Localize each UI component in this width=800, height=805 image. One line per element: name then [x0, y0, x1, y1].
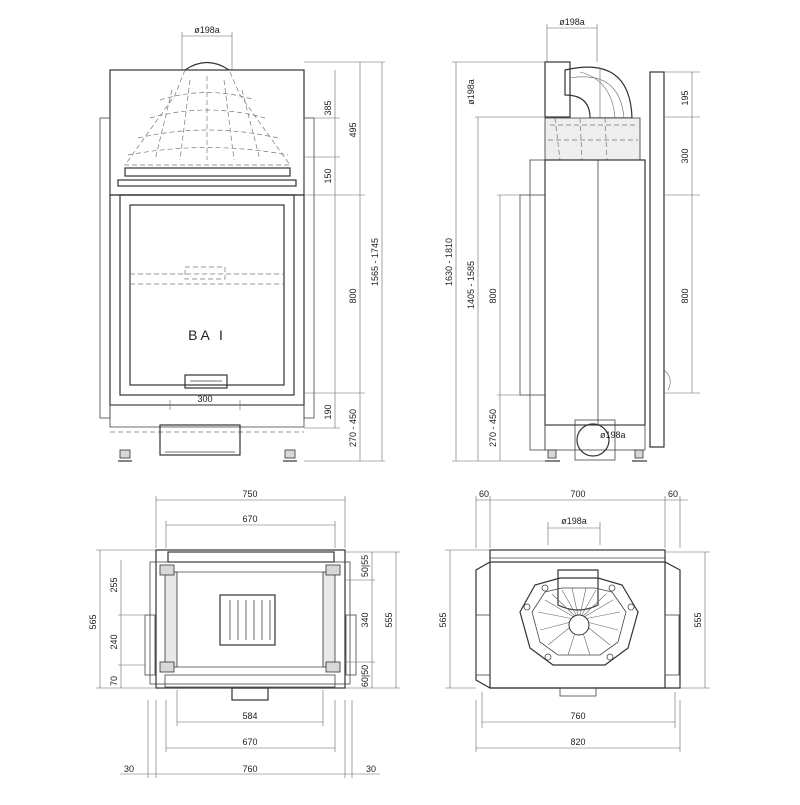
section-dim-565: 565 [438, 612, 448, 627]
front-dim-1565-1745: 1565 - 1745 [370, 238, 380, 286]
top-view: 750 670 565 255 240 70 [88, 489, 400, 778]
section-dim-60-right: 60 [668, 489, 678, 499]
model-label: BA I [188, 327, 226, 343]
top-dim-750: 750 [242, 489, 257, 499]
top-dim-584: 584 [242, 711, 257, 721]
front-dim-300: 300 [197, 394, 212, 404]
section-flue-diameter: ø198a [561, 516, 587, 526]
side-dim-1630-1810: 1630 - 1810 [444, 238, 454, 286]
top-dim-30-right: 30 [366, 764, 376, 774]
front-dim-270-450: 270 - 450 [348, 409, 358, 447]
top-dim-670-top: 670 [242, 514, 257, 524]
section-dim-700: 700 [570, 489, 585, 499]
side-dim-195: 195 [680, 90, 690, 105]
side-dim-1405-1585: 1405 - 1585 [466, 261, 476, 309]
section-dim-820: 820 [570, 737, 585, 747]
top-dim-50-55: 50|55 [360, 555, 370, 577]
top-dim-70: 70 [109, 676, 119, 686]
top-dim-255: 255 [109, 577, 119, 592]
section-dim-760: 760 [570, 711, 585, 721]
side-dim-270-450: 270 - 450 [488, 409, 498, 447]
side-flue-diameter-top: ø198a [559, 17, 585, 27]
top-dim-670-bottom: 670 [242, 737, 257, 747]
top-dim-30-left: 30 [124, 764, 134, 774]
side-dim-800-right: 800 [680, 288, 690, 303]
side-flue-diameter-left: ø198a [466, 79, 476, 105]
front-dim-495: 495 [348, 122, 358, 137]
top-dim-565: 565 [88, 614, 98, 629]
top-dim-760: 760 [242, 764, 257, 774]
side-flue-diameter-rear: ø198a [600, 430, 626, 440]
side-dim-300: 300 [680, 148, 690, 163]
front-dim-800: 800 [348, 288, 358, 303]
side-view: ø198a ø198a 1630 - 1810 ø198 [444, 17, 700, 462]
section-dim-555: 555 [693, 612, 703, 627]
section-dim-60-left: 60 [479, 489, 489, 499]
side-dim-800-left: 800 [488, 288, 498, 303]
top-dim-340: 340 [360, 612, 370, 627]
front-dim-385: 385 [323, 100, 333, 115]
top-dim-240: 240 [109, 634, 119, 649]
front-flue-diameter: ø198a [194, 25, 220, 35]
front-dim-150: 150 [323, 168, 333, 183]
top-dim-555: 555 [384, 612, 394, 627]
front-view: ø198a BA I [99, 25, 385, 462]
top-dim-60-50: 60|50 [360, 665, 370, 687]
section-view: 60 700 60 ø198a 565 555 [438, 489, 710, 752]
front-dim-190: 190 [323, 404, 333, 419]
